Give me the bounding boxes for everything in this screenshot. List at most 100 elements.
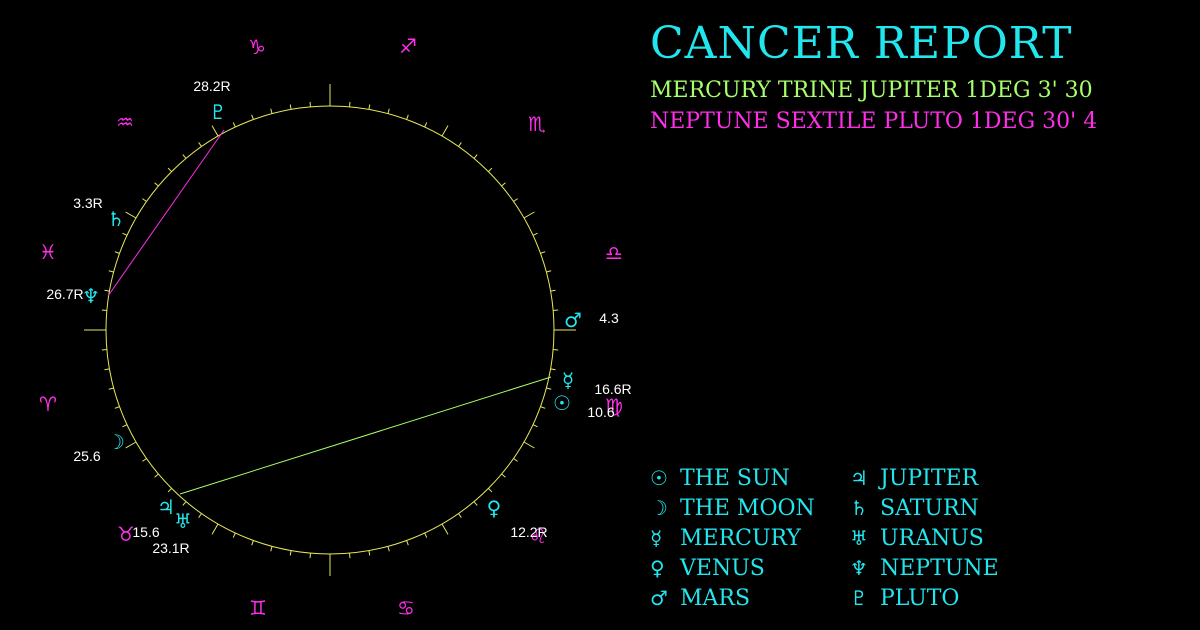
wheel-tick xyxy=(125,441,137,449)
neptune-icon: ♆ xyxy=(82,284,100,308)
wheel-tick xyxy=(368,104,371,110)
venus-icon: ♀ xyxy=(487,496,502,520)
wheel-tick xyxy=(424,122,428,128)
uranus-icon: ♅ xyxy=(850,526,868,550)
wheel-tick xyxy=(368,550,371,556)
wheel-tick xyxy=(114,406,120,409)
wheel-tick xyxy=(198,513,202,518)
wheel-tick xyxy=(104,368,110,371)
scorpio-sign-icon: ♏ xyxy=(528,112,546,136)
legend-label: JUPITER xyxy=(880,466,979,491)
legend-label: SATURN xyxy=(880,496,979,521)
legend-item-mercury: ☿MERCURY xyxy=(650,526,801,556)
wheel-tick xyxy=(154,182,159,187)
wheel-tick xyxy=(104,289,110,292)
legend-label: URANUS xyxy=(880,526,984,551)
wheel-tick xyxy=(142,458,147,462)
wheel-tick xyxy=(122,424,128,428)
wheel-tick xyxy=(108,270,114,273)
wheel-tick xyxy=(540,251,546,254)
wheel-tick xyxy=(108,387,114,390)
wheel-tick xyxy=(289,104,292,110)
jupiter-degree-label: 15.6 xyxy=(132,524,159,540)
wheel-tick xyxy=(501,473,506,478)
natal-chart-wheel: ♑♐♏♎♍♌♋♊♉♈♓♒♇28.2R♄3.3R♆26.7R☽25.6♃15.6♅… xyxy=(39,34,632,620)
wheel-tick xyxy=(550,368,556,371)
legend-label: MARS xyxy=(680,586,751,611)
wheel-tick xyxy=(441,523,449,535)
legend-item-jupiter: ♃ JUPITER xyxy=(850,466,978,496)
wheel-tick xyxy=(532,424,538,428)
leo-sign-icon: ♌ xyxy=(529,524,547,548)
wheel-tick xyxy=(270,108,273,114)
legend-item-neptune: ♆ NEPTUNE xyxy=(850,556,999,586)
wheel-tick xyxy=(488,167,493,172)
legend-item-venus: ♀VENUS xyxy=(650,556,765,586)
aries-sign-icon: ♈ xyxy=(39,392,57,416)
pluto-icon: ♇ xyxy=(209,100,227,124)
wheel-tick xyxy=(540,406,546,409)
mars-icon: ♂ xyxy=(564,308,582,332)
pisces-sign-icon: ♓ xyxy=(39,240,57,264)
wheel-tick xyxy=(154,473,159,478)
taurus-sign-icon: ♉ xyxy=(117,522,135,546)
virgo-sign-icon: ♍ xyxy=(605,394,623,418)
libra-sign-icon: ♎ xyxy=(605,241,623,265)
legend-item-mars: ♂MARS xyxy=(650,586,750,616)
mercury-icon: ☿ xyxy=(562,368,574,392)
saturn-icon: ♄ xyxy=(850,496,868,520)
wheel-tick xyxy=(232,122,236,128)
wheel-tick xyxy=(550,289,556,292)
cancer-sign-icon: ♋ xyxy=(397,596,415,620)
moon-icon: ☽ xyxy=(650,496,668,520)
legend-item-sun: ☉ THE SUN xyxy=(650,466,790,496)
legend-item-saturn: ♄ SATURN xyxy=(850,496,979,526)
aquarius-sign-icon: ♒ xyxy=(116,110,134,134)
wheel-tick xyxy=(182,154,187,159)
wheel-tick xyxy=(387,108,390,114)
venus-degree-label: 12.2R xyxy=(510,524,547,540)
wheel-tick xyxy=(198,142,202,147)
jupiter-icon: ♃ xyxy=(850,466,868,490)
sun-icon: ☉ xyxy=(650,466,668,490)
legend-label: PLUTO xyxy=(880,586,960,611)
pluto-degree-label: 28.2R xyxy=(193,78,230,94)
wheel-tick xyxy=(523,211,535,219)
aspect-line-1: MERCURY TRINE JUPITER 1DEG 3' 30 xyxy=(650,78,1093,103)
jupiter-icon: ♃ xyxy=(157,495,175,519)
uranus-icon: ♅ xyxy=(174,509,192,533)
wheel-tick xyxy=(441,125,449,137)
moon-degree-label: 25.6 xyxy=(73,448,100,464)
wheel-tick xyxy=(125,211,137,219)
pluto-icon: ♇ xyxy=(850,586,868,610)
wheel-tick xyxy=(473,154,478,159)
wheel-tick xyxy=(211,125,219,137)
mercury-icon: ☿ xyxy=(650,526,663,550)
wheel-tick xyxy=(211,523,219,535)
neptune-degree-label: 26.7R xyxy=(46,286,83,302)
wheel-tick xyxy=(251,114,254,120)
legend-label: NEPTUNE xyxy=(880,556,999,581)
legend-item-uranus: ♅ URANUS xyxy=(850,526,984,556)
mars-degree-label: 4.3 xyxy=(599,310,619,326)
wheel-tick xyxy=(523,441,535,449)
wheel-tick xyxy=(532,232,538,236)
capricorn-sign-icon: ♑ xyxy=(248,35,266,59)
aspect-line-2: NEPTUNE SEXTILE PLUTO 1DEG 30' 4 xyxy=(650,109,1098,134)
wheel-tick xyxy=(232,532,236,538)
wheel-tick xyxy=(406,540,409,546)
legend-label: THE SUN xyxy=(680,466,790,491)
report-title: CANCER REPORT xyxy=(650,18,1073,69)
wheel-tick xyxy=(488,488,493,493)
neptune-icon: ♆ xyxy=(850,556,868,580)
wheel-circle xyxy=(105,105,555,555)
uranus-degree-label: 23.1R xyxy=(152,540,189,556)
wheel-tick xyxy=(513,458,518,462)
wheel-tick xyxy=(424,532,428,538)
wheel-tick xyxy=(546,270,552,273)
saturn-degree-label: 3.3R xyxy=(73,195,103,211)
legend-label: VENUS xyxy=(680,556,765,581)
sun-degree-label: 10.6 xyxy=(587,404,614,420)
wheel-tick xyxy=(289,550,292,556)
wheel-tick xyxy=(251,540,254,546)
